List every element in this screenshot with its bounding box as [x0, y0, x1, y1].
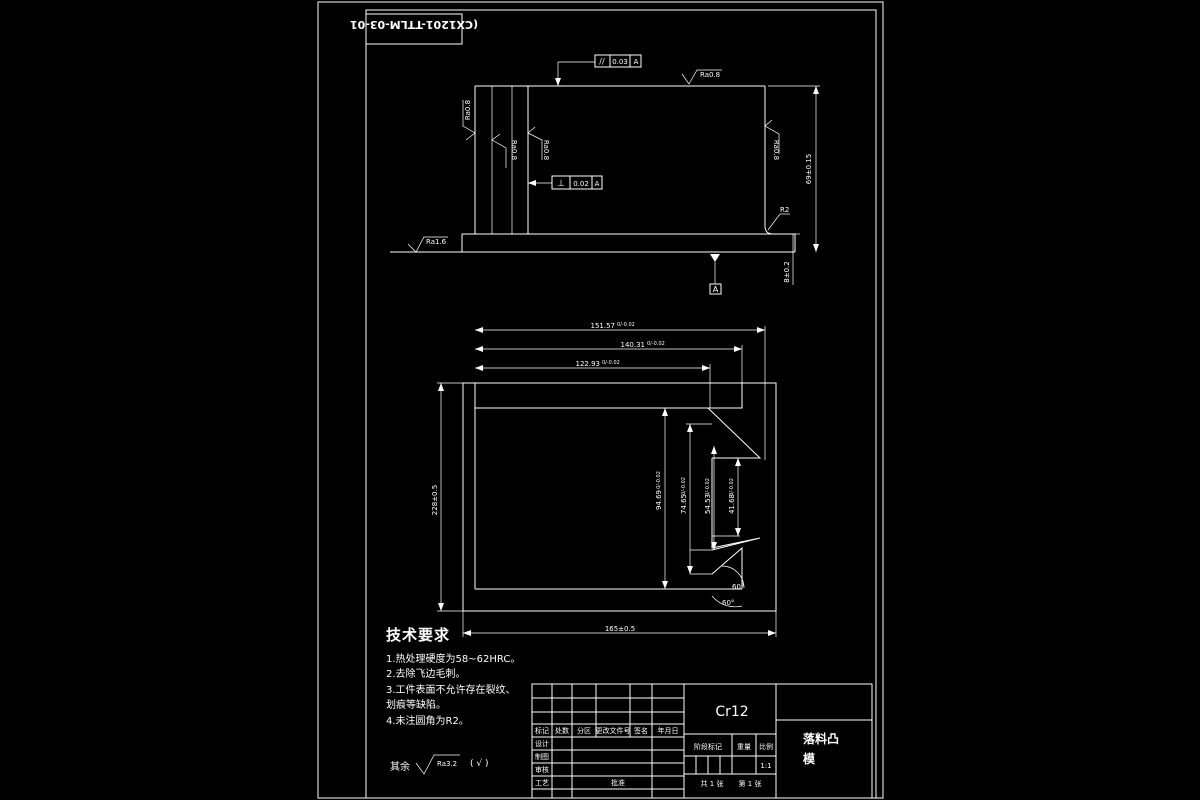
other-roughness-symbol [415, 754, 460, 775]
tech-requirements: 技术要求 1.热处理硬度为58~62HRC。 2.去除飞边毛刺。 3.工件表面不… [386, 626, 546, 729]
tech-req-item-1: 1.热处理硬度为58~62HRC。 [386, 653, 521, 665]
other-label: 其余 [390, 760, 410, 773]
title-block: 标记 处数 分区 更改文件号 签名 年月日 设计 制图 审核 工艺 批准 Cr1… [531, 683, 873, 799]
tb-part-name-2: 模 [803, 751, 816, 766]
dim-top3: 122.93 [576, 360, 601, 368]
drawing-number: (CX1201-TTLM-03-01 [350, 18, 478, 31]
tb-weight-label: 重量 [737, 743, 751, 751]
tb-header-0: 标记 [535, 726, 549, 735]
tb-material: Cr12 [715, 704, 748, 720]
roughness-top: Ra0.8 [700, 71, 720, 79]
dim-v1-tol: 0/-0.02 [656, 471, 662, 489]
height-dim: 69±0.15 [805, 154, 813, 184]
base-dim: 8±0.2 [783, 261, 791, 282]
dim-top1: 151.57 [591, 322, 616, 330]
perp-datum: A [595, 180, 600, 188]
parallel-value: 0.03 [612, 58, 628, 66]
dim-height-left: 228±0.5 [431, 485, 439, 515]
tb-role-0: 设计 [535, 739, 549, 748]
tb-header-5: 年月日 [658, 726, 679, 735]
roughness-left-inner: Ra0.8 [510, 140, 518, 160]
dim-top2-tol: 0/-0.02 [647, 341, 665, 347]
tb-header-4: 签名 [634, 726, 648, 735]
dim-width-bottom: 165±0.5 [605, 625, 635, 633]
tb-scale-label: 比例 [759, 742, 773, 751]
dim-v2: 74.65 [680, 494, 688, 514]
tb-role-1: 制图 [535, 752, 549, 761]
fillet-label: R2 [780, 206, 789, 214]
angle-1: 60° [732, 583, 744, 591]
datum-label: A [713, 285, 719, 294]
dim-v2-tol: 0/-0.02 [681, 477, 687, 495]
tb-role-2: 审核 [535, 765, 549, 774]
tb-scale-value: 1:1 [760, 762, 771, 770]
perp-value: 0.02 [573, 180, 589, 188]
drawing-number-box [365, 13, 463, 45]
other-check: ( √ ) [470, 758, 488, 769]
tb-stage-label: 阶段标记 [694, 742, 722, 751]
dim-v1: 94.69 [655, 490, 663, 510]
other-roughness: Ra3.2 [437, 760, 457, 768]
dim-v4: 41.68 [728, 494, 736, 514]
tb-sheets: 共 1 张 [701, 779, 724, 788]
perp-symbol: ⊥ [557, 179, 565, 189]
roughness-left-inner2: Ra0.8 [542, 140, 550, 160]
tech-requirements-title: 技术要求 [386, 626, 451, 644]
tech-req-item-3: 3.工件表面不允许存在裂纹、 [386, 684, 516, 696]
dim-v3-tol: 0/-0.02 [705, 478, 711, 496]
roughness-right: Ra0.8 [772, 140, 780, 160]
tech-req-item-2: 2.去除飞边毛刺。 [386, 669, 466, 680]
tech-req-item-3b: 划痕等缺陷。 [386, 700, 446, 711]
tb-header-1: 处数 [555, 726, 569, 735]
dim-top1-tol: 0/-0.02 [617, 322, 635, 328]
tech-req-item-4: 4.未注圆角为R2。 [386, 715, 469, 727]
parallel-datum: A [634, 58, 639, 66]
parallel-symbol: // [599, 57, 605, 66]
front-view: 69±0.15 8±0.2 R2 A // 0.03 A ⊥ 0.02 A [390, 54, 820, 295]
tb-role-3: 工艺 [535, 779, 549, 787]
tb-header-3: 更改文件号 [596, 726, 631, 735]
angle-2: 60° [722, 599, 734, 607]
dim-v3: 54.53 [704, 494, 712, 514]
dim-top2: 140.31 [621, 341, 646, 349]
roughness-left-outer: Ra0.8 [464, 100, 472, 120]
tb-part-name-1: 落料凸 [803, 731, 839, 746]
roughness-base: Ra1.6 [426, 238, 447, 246]
dim-v4-tol: 0/-0.02 [729, 478, 735, 496]
plan-view: 151.57 0/-0.02 140.31 0/-0.02 122.93 0/-… [431, 322, 777, 637]
tb-header-2: 分区 [577, 726, 591, 735]
dim-top3-tol: 0/-0.02 [602, 360, 620, 366]
tb-approve: 批准 [611, 778, 625, 787]
tb-sheet-no: 第 1 张 [739, 779, 762, 788]
